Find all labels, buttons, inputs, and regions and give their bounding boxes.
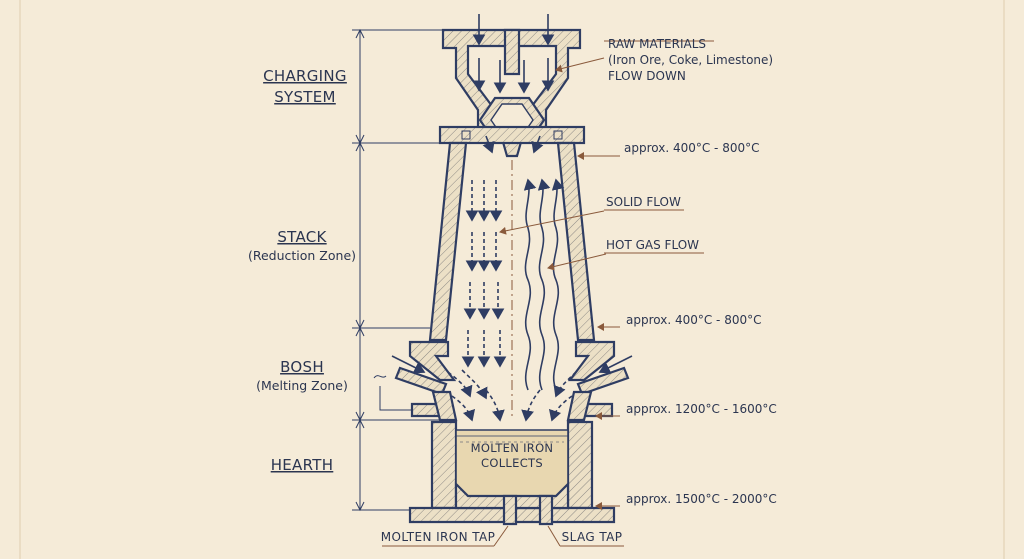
label-bosh: BOSH [280, 358, 324, 376]
label-hearth: HEARTH [271, 456, 334, 474]
hot-gas-arrows [391, 178, 633, 422]
bosh-walls [373, 340, 630, 422]
label-charging-line1: CHARGING [263, 67, 347, 85]
raw-material-arrows [472, 14, 555, 154]
hearth-text-line2: COLLECTS [481, 456, 543, 470]
label-slag-tap: SLAG TAP [562, 530, 623, 544]
charging-hopper [438, 28, 586, 158]
note-raw-materials-line3: FLOW DOWN [608, 69, 686, 83]
label-molten-iron-tap: MOLTEN IRON TAP [381, 530, 496, 544]
dimension-line [352, 28, 442, 512]
label-charging-line2: SYSTEM [274, 88, 336, 106]
note-solid-flow: SOLID FLOW [606, 195, 681, 209]
stack-walls [428, 141, 596, 342]
note-temp-stack: approx. 400°C - 800°C [626, 313, 762, 327]
note-temp-hearth: approx. 1500°C - 2000°C [626, 492, 777, 506]
leader-lines [499, 40, 714, 510]
paper-border [19, 0, 1005, 559]
label-stack-sub: (Reduction Zone) [248, 248, 356, 263]
note-raw-materials-line2: (Iron Ore, Coke, Limestone) [608, 53, 773, 67]
note-temp-top: approx. 400°C - 800°C [624, 141, 760, 155]
note-raw-materials-line1: RAW MATERIALS [608, 37, 706, 51]
leader-slag-tap [547, 525, 561, 547]
note-temp-bosh: approx. 1200°C - 1600°C [626, 402, 777, 416]
note-hot-gas-flow: HOT GAS FLOW [606, 238, 699, 252]
hearth-text-line1: MOLTEN IRON [471, 441, 554, 455]
label-stack: STACK [277, 228, 327, 246]
label-bosh-sub: (Melting Zone) [256, 378, 348, 393]
leader-molten-iron-tap [493, 525, 509, 547]
hearth-walls [408, 420, 616, 526]
solid-flow-arrows [447, 180, 507, 422]
